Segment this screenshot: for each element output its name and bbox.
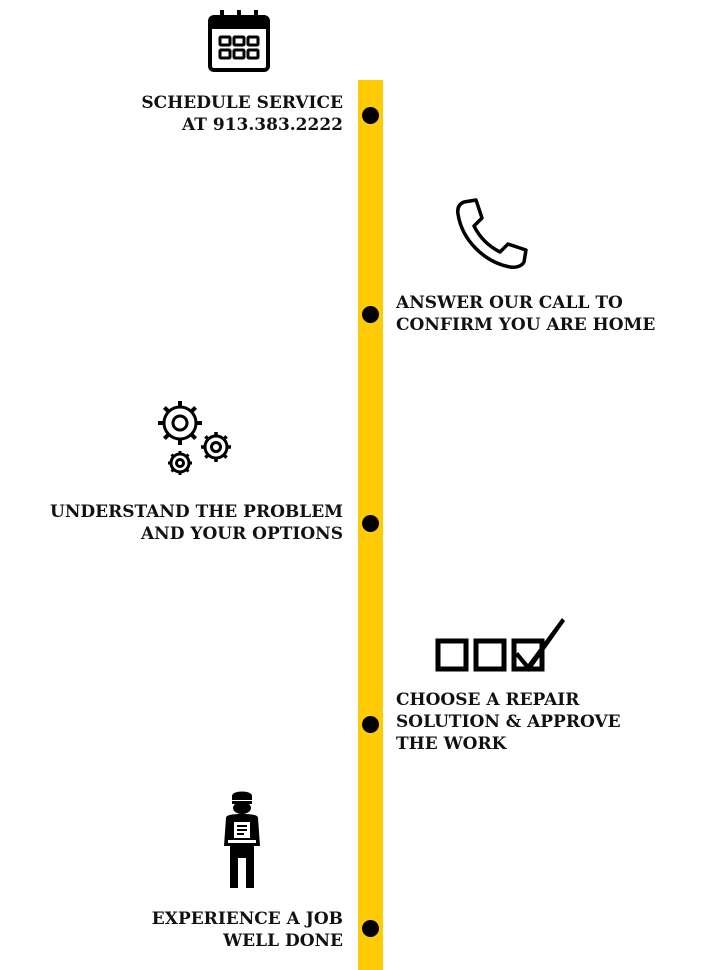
timeline-dot-1 (362, 107, 379, 124)
label-line: SCHEDULE SERVICE (141, 93, 343, 113)
step-label-understand: UNDERSTAND THE PROBLEM AND YOUR OPTIONS (50, 501, 343, 545)
step-label-answer: ANSWER OUR CALL TO CONFIRM YOU ARE HOME (396, 292, 655, 336)
timeline-dot-5 (362, 920, 379, 937)
technician-icon (224, 791, 260, 888)
label-line: CHOOSE A REPAIR (396, 690, 580, 710)
step-label-choose: CHOOSE A REPAIR SOLUTION & APPROVE THE W… (396, 689, 621, 755)
label-line: WELL DONE (223, 931, 343, 951)
step-label-experience: EXPERIENCE A JOB WELL DONE (152, 908, 343, 952)
label-line: UNDERSTAND THE PROBLEM (50, 502, 343, 522)
calendar-icon (208, 10, 270, 72)
timeline-dot-3 (362, 515, 379, 532)
label-line: ANSWER OUR CALL TO (396, 293, 623, 313)
checkboxes-icon (435, 618, 565, 672)
gears-icon (158, 401, 231, 475)
label-line: SOLUTION & APPROVE (396, 712, 621, 732)
label-line: AT 913.383.2222 (182, 115, 343, 135)
label-line: EXPERIENCE A JOB (151, 909, 343, 929)
label-line: THE WORK (396, 734, 507, 754)
timeline-dot-4 (362, 716, 379, 733)
step-label-schedule: SCHEDULE SERVICE AT 913.383.2222 (141, 92, 343, 136)
timeline-dot-2 (362, 306, 379, 323)
label-line: CONFIRM YOU ARE HOME (396, 315, 656, 335)
phone-icon (456, 198, 528, 269)
label-line: AND YOUR OPTIONS (140, 524, 343, 544)
